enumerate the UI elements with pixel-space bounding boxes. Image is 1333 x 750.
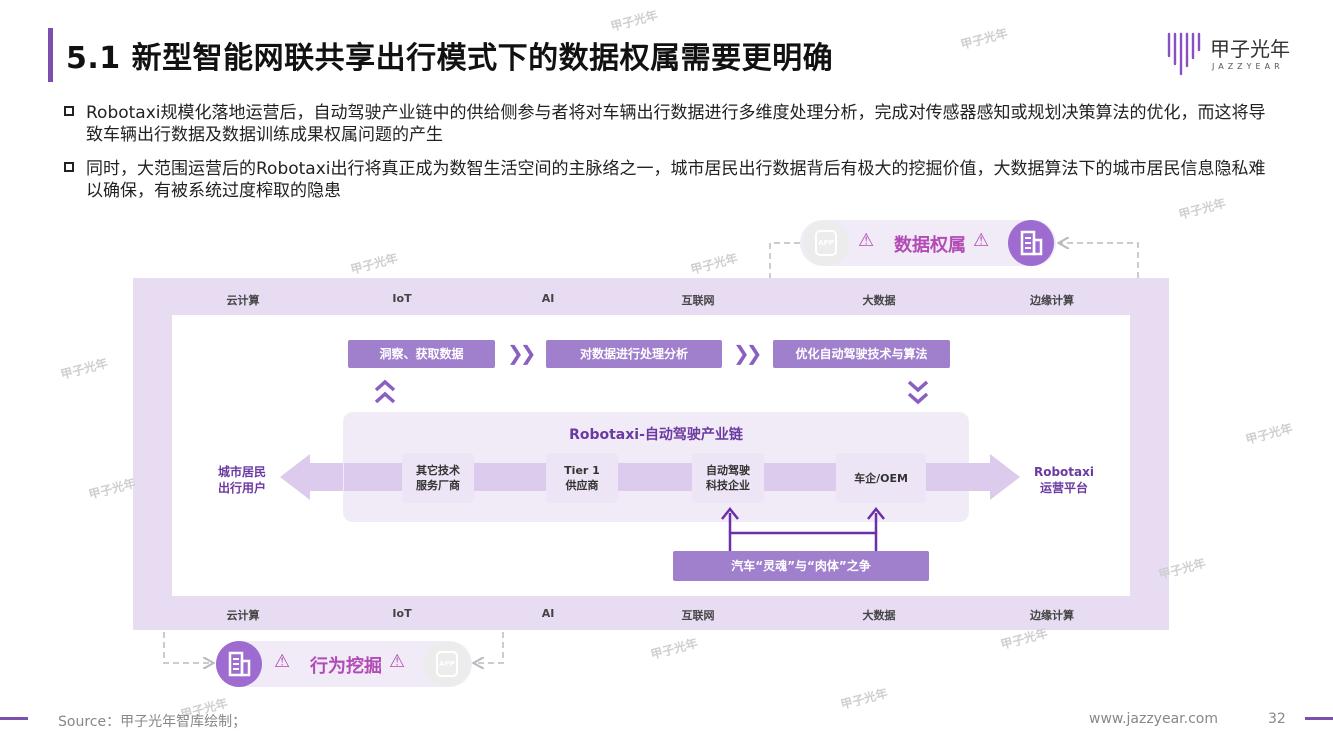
dashed-line-users-to-mining xyxy=(163,477,212,663)
warning-icon: ⚠ xyxy=(858,230,875,251)
app-icon-label: APP xyxy=(436,651,458,677)
bullet-square-icon xyxy=(64,162,74,172)
data-ownership-label: 数据权属 xyxy=(894,235,966,256)
building-icon xyxy=(216,641,262,687)
page-title: 5.1 新型智能网联共享出行模式下的数据权属需要更明确 xyxy=(66,41,834,76)
tech-label-bottom: 互联网 xyxy=(681,609,715,622)
dashed-line-chain-to-app xyxy=(475,522,504,663)
app-icon: APP xyxy=(424,641,470,687)
tech-label-top: 互联网 xyxy=(681,294,715,307)
tech-label-top: 大数据 xyxy=(862,294,896,307)
double-chevron-up-icon xyxy=(374,379,396,404)
step-analyze-data: 对数据进行处理分析 xyxy=(546,340,722,368)
tech-label-bottom: 边缘计算 xyxy=(1030,609,1074,622)
building-icon xyxy=(1008,220,1054,266)
chain-node-tier1: Tier 1 供应商 xyxy=(546,453,618,503)
warning-icon: ⚠ xyxy=(973,230,990,251)
tech-label-bottom: 大数据 xyxy=(862,609,896,622)
step-acquire-data: 洞察、获取数据 xyxy=(348,340,495,368)
title-accent-bar xyxy=(48,28,53,82)
app-icon-label: APP xyxy=(815,230,837,256)
tech-label-bottom: AI xyxy=(541,607,555,620)
robotaxi-platform-label: Robotaxi 运营平台 xyxy=(1033,465,1094,495)
city-users-label: 城市居民 出行用户 xyxy=(217,465,266,495)
chevron-right-icon: ❯❯ xyxy=(733,341,762,365)
tech-label-bottom: IoT xyxy=(392,607,412,620)
chain-node-oem: 车企/OEM xyxy=(836,453,926,503)
source-note: Source：甲子光年智库绘制； xyxy=(58,714,247,730)
bullet-item: Robotaxi规模化落地运营后，自动驾驶产业链中的供给侧参与者将对车辆出行数据… xyxy=(64,102,1274,146)
bullet-text: Robotaxi规模化落地运营后，自动驾驶产业链中的供给侧参与者将对车辆出行数据… xyxy=(86,103,1266,145)
bullet-item: 同时，大范围运营后的Robotaxi出行将真正成为数智生活空间的主脉络之一，城市… xyxy=(64,158,1274,202)
chevron-right-icon: ❯❯ xyxy=(507,341,536,365)
footer-accent-line xyxy=(1305,717,1333,720)
page-number: 32 xyxy=(1268,711,1286,727)
industry-chain-title: Robotaxi-自动驾驶产业链 xyxy=(569,427,743,443)
debate-connector xyxy=(721,506,885,551)
step-optimize-algorithm: 优化自动驾驶技术与算法 xyxy=(773,340,950,368)
soul-vs-body-debate: 汽车“灵魂”与“肉体”之争 xyxy=(673,551,929,581)
behavior-mining-label: 行为挖掘 xyxy=(310,656,382,677)
double-chevron-down-icon xyxy=(907,380,929,405)
app-icon: APP xyxy=(803,220,849,266)
bullet-text: 同时，大范围运营后的Robotaxi出行将真正成为数智生活空间的主脉络之一，城市… xyxy=(86,159,1266,201)
website-link[interactable]: www.jazzyear.com xyxy=(1089,711,1218,727)
tech-label-top: AI xyxy=(541,292,555,305)
warning-icon: ⚠ xyxy=(274,651,291,672)
tech-label-top: IoT xyxy=(392,292,412,305)
bullet-square-icon xyxy=(64,106,74,116)
tech-label-top: 边缘计算 xyxy=(1030,294,1074,307)
chain-node-tech-service: 其它技术 服务厂商 xyxy=(402,453,474,503)
tech-label-top: 云计算 xyxy=(226,294,260,307)
chain-node-ad-company: 自动驾驶 科技企业 xyxy=(692,453,764,503)
dashed-line-platform-to-ownership xyxy=(1060,243,1139,478)
logo-name: 甲子光年 xyxy=(1210,37,1290,61)
jazzyear-logo-icon xyxy=(1167,32,1201,76)
tech-label-bottom: 云计算 xyxy=(226,609,260,622)
warning-icon: ⚠ xyxy=(389,651,406,672)
logo-subtitle: JAZZYEAR xyxy=(1212,62,1284,71)
footer-accent-line xyxy=(0,717,28,720)
